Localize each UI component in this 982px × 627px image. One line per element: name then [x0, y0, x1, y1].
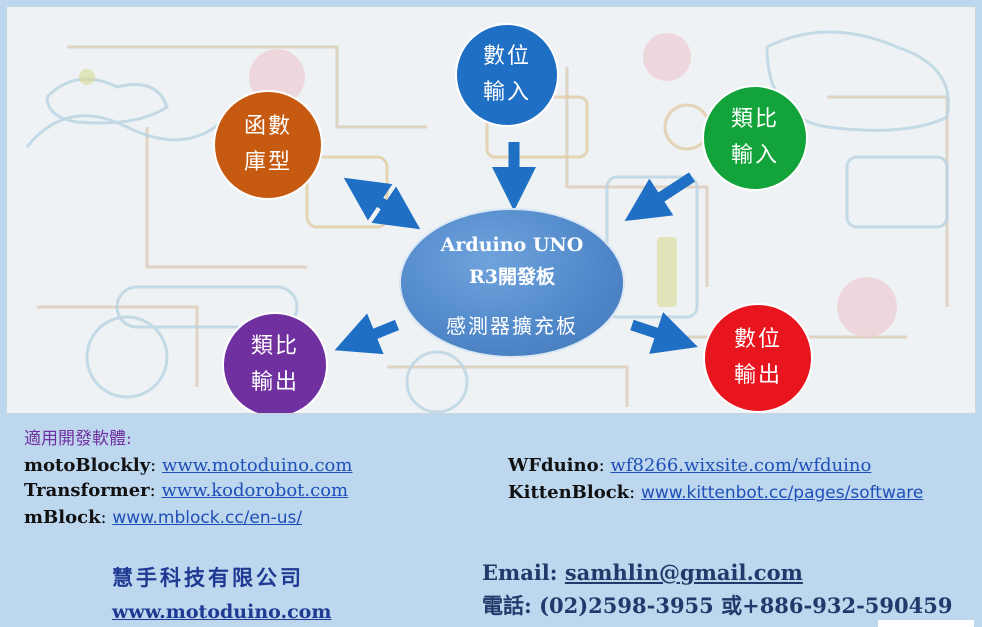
- software-name: WFduino: [508, 455, 599, 476]
- software-title: 適用開發軟體:: [24, 429, 132, 449]
- center-board-line3: 感測器擴充板: [446, 314, 578, 338]
- software-link-wfduino[interactable]: wf8266.wixsite.com/wfduino: [610, 455, 872, 476]
- software-item-transformer: Transformer: www.kodorobot.com: [24, 480, 348, 501]
- node-function-library: 函數 庫型: [213, 90, 323, 200]
- separator: :: [629, 482, 641, 503]
- software-name: motoBlockly: [24, 455, 151, 476]
- software-link-kittenblock[interactable]: www.kittenbot.cc/pages/software: [640, 483, 924, 503]
- node-analog-input-line1: 類比: [730, 107, 779, 132]
- corner-block: [878, 620, 974, 627]
- node-analog-output-line2: 輸出: [250, 370, 299, 395]
- arrow-function-library-back: [358, 185, 421, 230]
- node-digital-output: 數位 輸出: [703, 303, 813, 413]
- node-digital-input-line1: 數位: [482, 44, 531, 69]
- arrow-layer: [334, 142, 698, 355]
- separator: :: [150, 455, 162, 476]
- center-board-line2: R3開發板: [468, 266, 555, 288]
- node-function-library-line2: 庫型: [243, 150, 292, 175]
- company-url-link[interactable]: www.motoduino.com: [112, 601, 332, 623]
- software-link-transformer[interactable]: www.kodorobot.com: [161, 480, 349, 501]
- phone-label: 電話:: [482, 593, 540, 618]
- software-name: Transformer: [24, 480, 150, 501]
- node-digital-output-line1: 數位: [733, 327, 782, 352]
- software-link-motoblockly[interactable]: www.motoduino.com: [161, 455, 353, 476]
- center-board-line1: Arduino UNO: [440, 234, 584, 256]
- software-item-mblock: mBlock: www.mblock.cc/en-us/: [24, 507, 302, 528]
- diagram-panel: 數位 輸入 函數 庫型 類比 輸入 類比 輸出 數位 輸出 Arduino UN…: [6, 6, 976, 414]
- node-analog-output-line1: 類比: [250, 334, 299, 359]
- company-name: 慧手科技有限公司: [112, 565, 304, 590]
- node-analog-input-line2: 輸入: [730, 143, 779, 168]
- email-line: Email: samhlin@gmail.com: [482, 560, 803, 585]
- node-digital-input: 數位 輸入: [455, 23, 559, 127]
- software-link-mblock[interactable]: www.mblock.cc/en-us/: [112, 508, 303, 528]
- center-board: Arduino UNO R3開發板 感測器擴充板: [399, 208, 625, 358]
- node-analog-output: 類比 輸出: [222, 312, 328, 413]
- separator: :: [598, 455, 611, 476]
- arrow-analog-output: [334, 313, 400, 355]
- node-function-library-line1: 函數: [243, 114, 292, 139]
- software-name: KittenBlock: [508, 482, 630, 503]
- phone-number: (02)2598-3955 或+886-932-590459: [539, 593, 953, 618]
- node-digital-input-line2: 輸入: [482, 80, 531, 105]
- email-label: Email:: [482, 560, 565, 585]
- arrow-analog-input: [624, 172, 696, 222]
- software-item-motoblockly: motoBlockly: www.motoduino.com: [24, 455, 352, 476]
- separator: :: [100, 507, 113, 528]
- node-digital-output-line2: 輸出: [733, 363, 782, 388]
- node-analog-input: 類比 輸入: [702, 85, 808, 191]
- software-item-kittenblock: KittenBlock: www.kittenbot.cc/pages/soft…: [508, 482, 923, 503]
- email-link[interactable]: samhlin@gmail.com: [564, 560, 803, 585]
- arrow-digital-output: [630, 312, 698, 354]
- software-item-wfduino: WFduino: wf8266.wixsite.com/wfduino: [508, 455, 871, 476]
- separator: :: [149, 480, 162, 501]
- software-name: mBlock: [24, 507, 101, 528]
- phone-line: 電話: (02)2598-3955 或+886-932-590459: [482, 590, 952, 620]
